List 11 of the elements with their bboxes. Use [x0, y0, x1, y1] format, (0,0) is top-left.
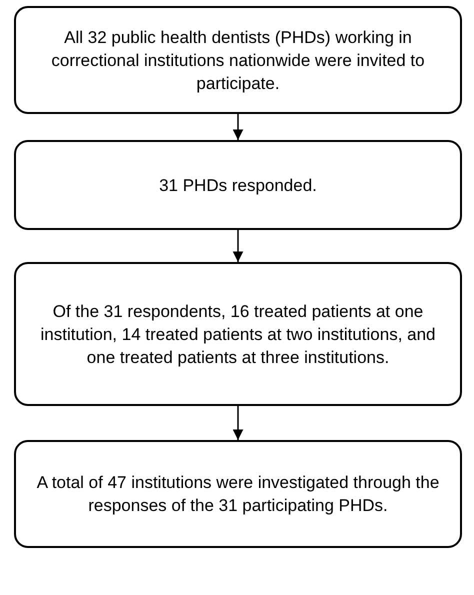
process-box — [14, 440, 462, 548]
step-text: All 32 public health dentists (PHDs) working in correctional institutions nationwide were invited to participate. — [50, 26, 426, 94]
step-text: A total of 47 institutions were investigated through the responses of the 31 participating PHDs. — [36, 472, 440, 517]
arrow — [232, 114, 244, 140]
process-box — [14, 6, 462, 114]
arrow — [232, 230, 244, 262]
arrow — [232, 406, 244, 440]
step-text: 31 PHDs responded. — [159, 174, 317, 196]
process-box — [14, 262, 462, 406]
step-text: Of the 31 respondents, 16 treated patients at one institution, 14 treated patients at two institutions, and one treated patients at three institutions. — [39, 300, 437, 368]
process-box — [14, 140, 462, 230]
